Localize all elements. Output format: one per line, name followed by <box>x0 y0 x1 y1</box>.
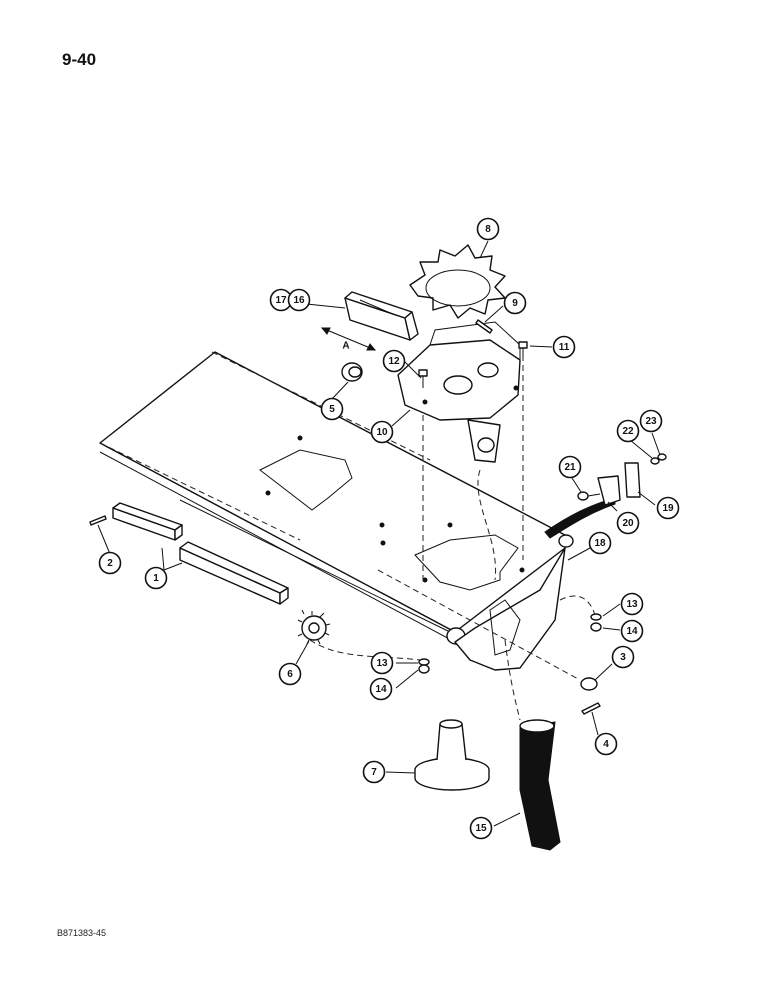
callout-c5: 5 <box>320 397 344 421</box>
callout-c6: 6 <box>278 662 302 686</box>
bushing-part <box>341 362 363 382</box>
sprocket-part <box>297 609 331 645</box>
callout-c16: 16 <box>287 288 311 312</box>
callout-number: 14 <box>626 626 638 637</box>
dimension-a: A <box>320 327 377 352</box>
callout-c8: 8 <box>476 217 500 241</box>
callout-number: 10 <box>376 427 388 438</box>
leader-lines <box>97 240 661 827</box>
callout-circle <box>552 335 576 359</box>
callout-c18: 18 <box>588 531 612 555</box>
callout-number: 6 <box>287 669 293 680</box>
bolt-part-11 <box>518 341 528 358</box>
callout-number: 20 <box>622 518 634 529</box>
callout-circle <box>616 419 640 443</box>
bolt-part-12 <box>418 369 428 388</box>
callout-circle <box>144 566 168 590</box>
callout-number: 4 <box>603 739 609 750</box>
callout-c21: 21 <box>558 455 582 479</box>
callout-number: 1 <box>153 573 159 584</box>
callout-circle <box>594 732 618 756</box>
callout-number: 23 <box>645 416 657 427</box>
main-platform <box>99 351 574 671</box>
callout-circle <box>469 816 493 840</box>
pin-part <box>475 319 493 334</box>
callout-circle <box>382 349 406 373</box>
callout-c2: 2 <box>98 551 122 575</box>
callout-c7: 7 <box>362 760 386 784</box>
washer-part <box>580 677 598 691</box>
callout-circle <box>362 760 386 784</box>
callout-c22: 22 <box>616 419 640 443</box>
gear-part <box>414 719 490 791</box>
callout-number: 7 <box>371 767 377 778</box>
callout-circle <box>611 645 635 669</box>
callout-c4: 4 <box>594 732 618 756</box>
callout-number: 13 <box>626 599 638 610</box>
alignment-lines <box>99 351 596 721</box>
callout-number: 9 <box>512 298 518 309</box>
callout-c1: 1 <box>144 566 168 590</box>
callout-c13a: 13 <box>620 592 644 616</box>
callout-c10: 10 <box>370 420 394 444</box>
callout-circle <box>476 217 500 241</box>
small-pin-part <box>89 515 107 526</box>
nut-washer-parts <box>418 613 602 674</box>
callout-number: 2 <box>107 558 113 569</box>
callout-number: 17 <box>275 295 287 306</box>
callout-circle <box>588 531 612 555</box>
callout-c15: 15 <box>469 816 493 840</box>
callout-number: 11 <box>559 342 570 353</box>
callout-number: 21 <box>564 462 576 473</box>
bolt-part-4 <box>581 702 601 715</box>
callout-c23: 23 <box>639 409 663 433</box>
callout-circle <box>616 511 640 535</box>
chute-part <box>519 721 561 851</box>
callout-circle <box>320 397 344 421</box>
page-number: 9-40 <box>62 50 97 69</box>
callout-number: 16 <box>293 295 305 306</box>
wear-block-part <box>344 291 419 341</box>
callout-circle <box>98 551 122 575</box>
callout-c9: 9 <box>503 291 527 315</box>
callout-number: 13 <box>376 658 388 669</box>
document-code: B871383-45 <box>57 928 107 938</box>
callout-circle <box>369 677 393 701</box>
callout-circle <box>503 291 527 315</box>
callout-c3: 3 <box>611 645 635 669</box>
callout-number: 15 <box>475 823 487 834</box>
callout-circle <box>620 592 644 616</box>
callout-number: 3 <box>620 652 626 663</box>
arrow-strip <box>544 497 616 539</box>
bracket-parts <box>577 453 667 506</box>
callout-c13b: 13 <box>370 651 394 675</box>
callout-circle <box>639 409 663 433</box>
callout-number: 5 <box>329 404 335 415</box>
callout-number: 14 <box>375 684 387 695</box>
callout-c20: 20 <box>616 511 640 535</box>
callout-circle <box>558 455 582 479</box>
callout-c12: 12 <box>382 349 406 373</box>
callout-c11: 11 <box>552 335 576 359</box>
callout-c19: 19 <box>656 496 680 520</box>
callout-number: 18 <box>594 538 606 549</box>
callout-circle <box>278 662 302 686</box>
callout-circle <box>370 420 394 444</box>
callout-circle <box>656 496 680 520</box>
callout-circle <box>620 619 644 643</box>
star-wheel-part <box>409 244 506 319</box>
callout-c14a: 14 <box>620 619 644 643</box>
callout-number: 22 <box>622 426 634 437</box>
callout-number: 12 <box>388 356 400 367</box>
dimension-a-label: A <box>342 341 349 352</box>
callout-number: 19 <box>662 503 674 514</box>
bar-parts <box>112 502 289 605</box>
callout-circle <box>370 651 394 675</box>
callout-number: 8 <box>485 224 491 235</box>
callout-circle <box>287 288 311 312</box>
callout-c14b: 14 <box>369 677 393 701</box>
top-housing-part <box>397 321 521 463</box>
